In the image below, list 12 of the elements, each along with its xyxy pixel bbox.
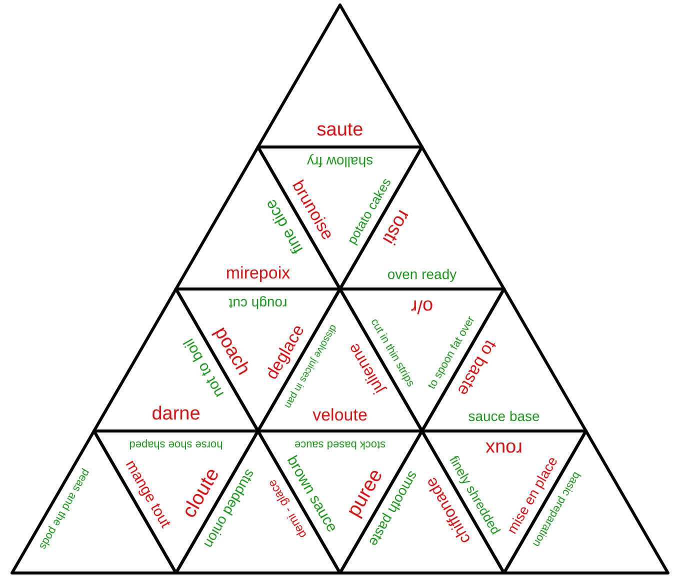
term-label: saute — [316, 120, 364, 140]
term-label: o/r — [410, 296, 434, 316]
term-label: roux — [486, 438, 522, 458]
definition-label: stock based sauce — [294, 438, 386, 450]
definition-label: sauce base — [468, 409, 540, 424]
term-label: mirepoix — [226, 264, 290, 282]
definition-label: shallow fry — [306, 154, 374, 169]
definition-label: oven ready — [387, 267, 457, 282]
term-label: darne — [152, 404, 200, 424]
definition-label: horse shoe shaped — [129, 438, 223, 450]
definition-label: rough cut — [228, 296, 288, 311]
term-label: veloute — [312, 406, 368, 424]
